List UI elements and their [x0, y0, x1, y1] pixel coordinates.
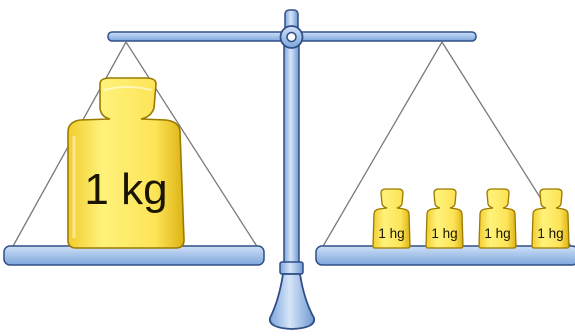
weight-label-1hg: 1 hg	[431, 226, 457, 241]
weight-1kg: 1 kg	[67, 77, 185, 249]
scale-base	[269, 273, 315, 330]
weight-1hg: 1 hg	[425, 188, 464, 249]
weight-1hg: 1 hg	[531, 188, 570, 249]
weight-label-1hg: 1 hg	[537, 226, 563, 241]
right-pan	[315, 245, 575, 266]
scale-pillar	[279, 9, 304, 275]
weight-label-1hg: 1 hg	[378, 226, 404, 241]
weight-1hg: 1 hg	[372, 188, 411, 249]
left-pan	[3, 245, 265, 266]
weight-1hg: 1 hg	[478, 188, 517, 249]
pivot-icon	[279, 25, 304, 49]
weight-label-1hg: 1 hg	[484, 226, 510, 241]
weight-label-1kg: 1 kg	[84, 165, 167, 214]
